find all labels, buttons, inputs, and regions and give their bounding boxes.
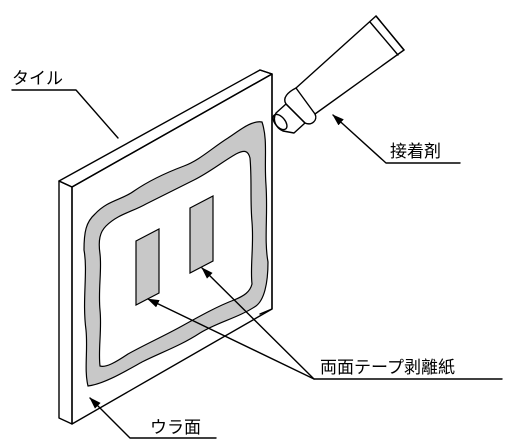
label-release-paper: 両面テープ剥離紙 [320, 358, 455, 378]
label-back-side: ウラ面 [150, 418, 201, 438]
tile-back-face [71, 73, 273, 425]
tile [58, 69, 273, 425]
leader-back-side [89, 397, 217, 439]
callout-adhesive: 接着剤 [332, 114, 461, 164]
callout-release-paper: 両面テープ剥離紙 [147, 267, 503, 380]
adhesive-band [83, 121, 269, 387]
label-adhesive: 接着剤 [390, 142, 441, 162]
tape-strip-left [135, 228, 160, 306]
leader-adhesive [332, 114, 461, 164]
adhesive-tube [272, 15, 405, 134]
tube-nozzle-tip [272, 113, 288, 131]
callout-back-side: ウラ面 [89, 397, 217, 439]
tile-left-edge [58, 180, 73, 425]
tape-strip-right [189, 195, 214, 274]
tube-end-seam-inner [369, 21, 399, 56]
label-tile: タイル [12, 69, 63, 89]
callout-tile: タイル [11, 69, 119, 139]
tube-end-seam [375, 15, 405, 51]
tile-top-edge [58, 69, 273, 188]
leader-release-paper-right [201, 267, 315, 380]
leader-tile [11, 89, 119, 139]
